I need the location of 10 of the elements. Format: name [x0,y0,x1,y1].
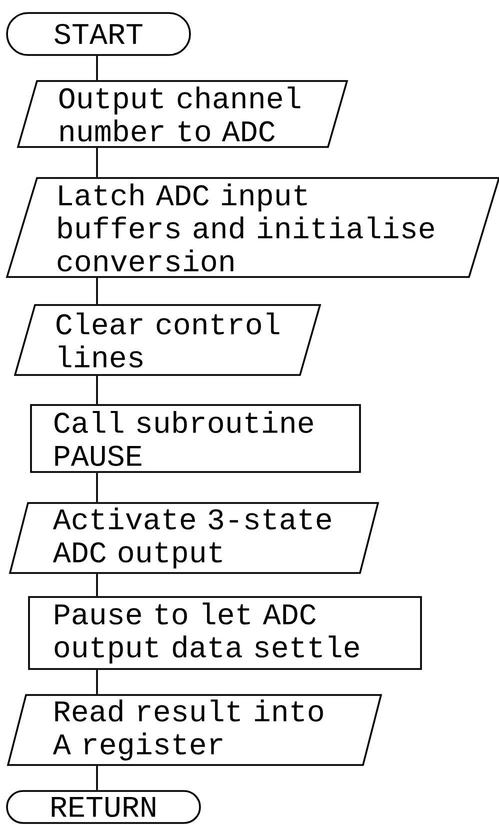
process-box: Call subroutine PAUSE [30,404,361,473]
connector-line [96,670,98,694]
connector-line [96,56,98,80]
connector-line [96,376,98,404]
connector-line [96,472,98,502]
connector-line [96,278,98,304]
process-box: Pause to let ADC output data settle [28,596,422,670]
connector-line [96,574,98,596]
connector-line [96,766,98,790]
connector-line [96,148,98,178]
